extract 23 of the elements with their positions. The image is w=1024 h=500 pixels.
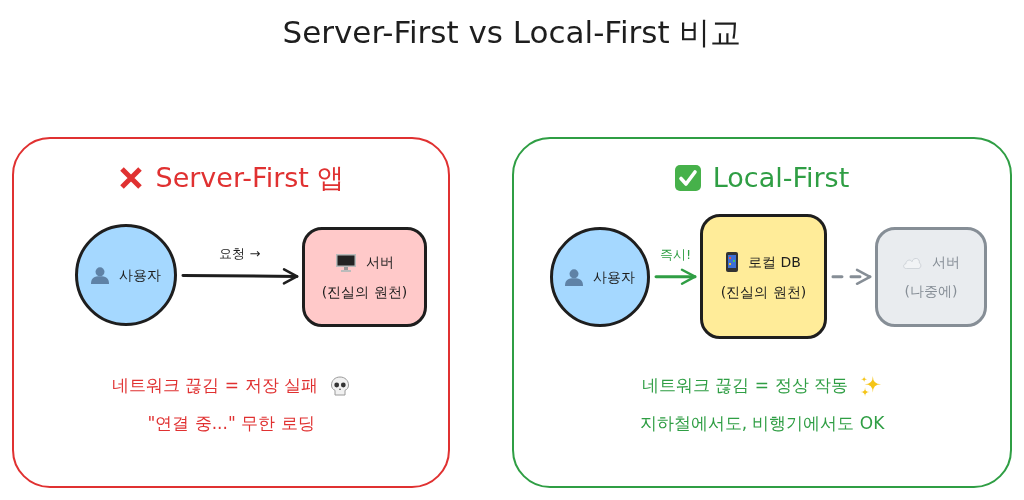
node-label: 서버 xyxy=(932,254,960,271)
arrow xyxy=(654,268,697,285)
title: Server-First vs Local-First 비교 xyxy=(282,14,742,52)
note-text: 지하철에서도, 비행기에서도 OK xyxy=(639,413,885,435)
note-text: 네트워크 끊김 = 정상 작동 xyxy=(642,375,848,397)
node-label: (나중에) xyxy=(904,283,958,300)
arrow xyxy=(181,268,299,285)
server-box xyxy=(875,227,987,327)
node-label: 사용자 xyxy=(119,266,161,284)
server-box xyxy=(302,227,427,327)
panel-heading: Server-First 앱 xyxy=(155,161,345,195)
node-label: 로컬 DB xyxy=(748,253,801,271)
panel-heading: Local-First xyxy=(712,161,850,195)
node-label: (진실의 원천) xyxy=(720,284,807,301)
database-box xyxy=(700,214,827,339)
note-text: "연결 중..." 무한 로딩 xyxy=(147,413,315,435)
panel xyxy=(12,137,450,488)
arrow xyxy=(831,268,872,286)
panel xyxy=(512,137,1012,488)
node-label: (진실의 원천) xyxy=(321,283,408,301)
node-label: 사용자 xyxy=(593,268,635,286)
note-text: 네트워크 끊김 = 저장 실패 xyxy=(112,375,318,397)
node-label: 서버 xyxy=(365,254,394,271)
